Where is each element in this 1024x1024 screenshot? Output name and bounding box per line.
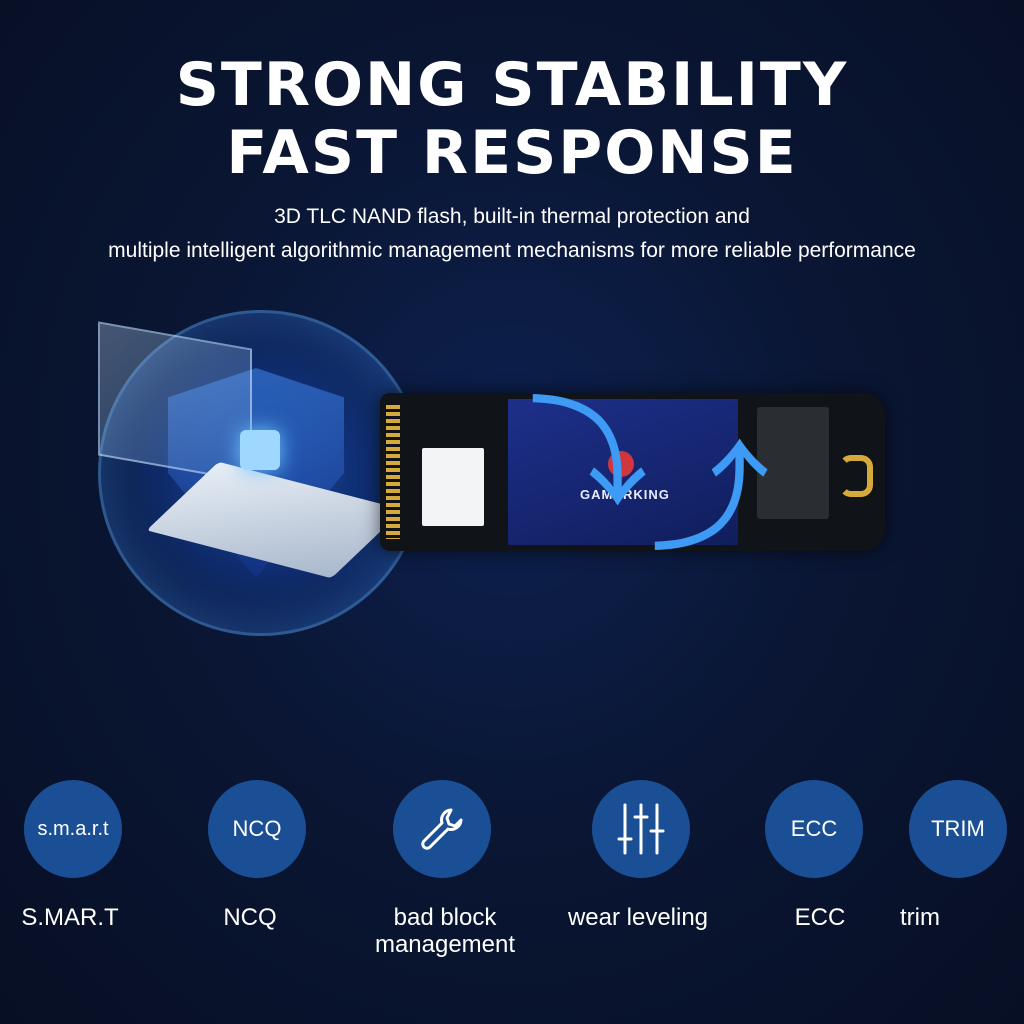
badge-text: NCQ <box>232 816 282 841</box>
subtitle-line-2: multiple intelligent algorithmic managem… <box>108 239 916 262</box>
arrow-up-icon: ⤴ <box>650 430 770 569</box>
brand-logo-icon <box>608 451 634 477</box>
feature-label: ECC <box>794 904 846 931</box>
subtitle-line-1: 3D TLC NAND flash, built-in thermal prot… <box>274 205 750 228</box>
badge-text: ECC <box>790 816 838 841</box>
arrow-down-icon: ⤵ <box>528 385 648 524</box>
headline-line-1: STRONG STABILITY <box>175 50 849 120</box>
laptop-screen <box>98 321 252 483</box>
ssd-card: GAMERKING <box>380 393 885 551</box>
headline-line-2: FAST RESPONSE <box>226 118 798 188</box>
badge-text: TRIM <box>931 816 985 841</box>
feature-label: NCQ <box>223 904 277 931</box>
badge-text: s.m.a.r.t <box>37 817 109 840</box>
feature-label: wear leveling <box>567 904 709 931</box>
badge-wear-leveling <box>592 780 690 878</box>
feature-label: trim <box>900 904 940 931</box>
badge-trim: TRIM <box>909 780 1007 878</box>
ssd-connector <box>386 405 400 539</box>
badge-ecc: ECC <box>765 780 863 878</box>
lock-icon <box>240 430 280 470</box>
wrench-icon <box>421 808 463 850</box>
ssd-mount-notch <box>839 455 873 497</box>
feature-label: S.MAR.T <box>21 904 119 931</box>
sliders-icon <box>617 803 665 855</box>
badge-smart: s.m.a.r.t <box>24 780 122 878</box>
ssd-nand-chip <box>757 407 829 519</box>
badge-bad-block <box>393 780 491 878</box>
ssd-brand: GAMERKING <box>580 487 670 502</box>
ssd-label: GAMERKING <box>508 399 738 545</box>
hero-illustration: GAMERKING ⤵ ⤴ <box>90 300 900 640</box>
ssd-controller-chip <box>422 448 484 526</box>
badge-ncq: NCQ <box>208 780 306 878</box>
